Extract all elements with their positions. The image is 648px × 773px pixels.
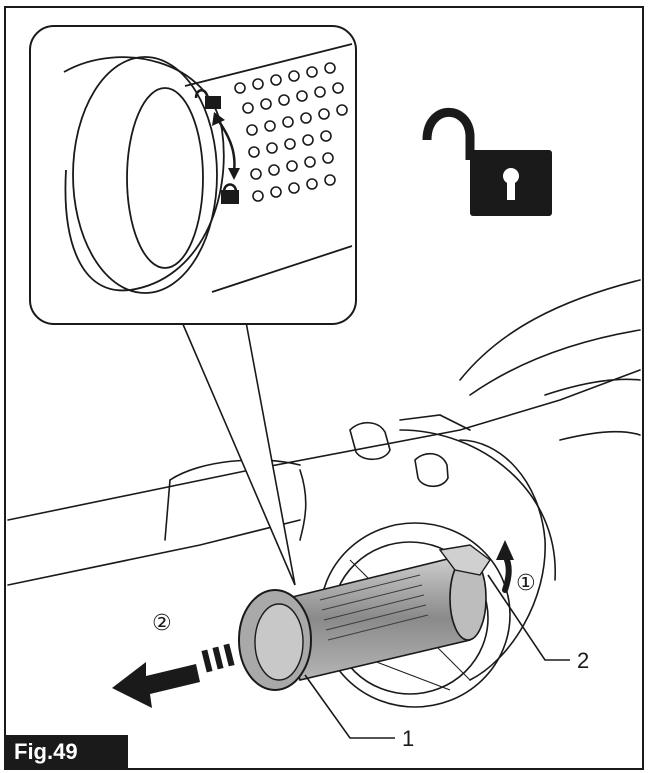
filter-mesh (319, 574, 429, 641)
inset-perforations (234, 62, 348, 202)
figure-frame (4, 6, 644, 770)
unlocked-padlock-icon (422, 107, 552, 216)
unlock-icon (194, 89, 221, 109)
step-1-marker: ① (516, 571, 536, 596)
machine-body (7, 279, 641, 681)
inset-pointer (181, 321, 296, 586)
figure-label: Fig.49 (6, 735, 128, 769)
filter-cylinder (279, 555, 487, 681)
filter-latch-tab (438, 544, 491, 576)
leader-lines (304, 574, 570, 739)
filter-flared-end (238, 589, 312, 691)
inset-detail (29, 25, 357, 325)
callout-1: 1 (402, 726, 414, 751)
step-2-marker: ② (152, 611, 172, 636)
lock-icon (221, 183, 239, 204)
callout-2: 2 (577, 648, 589, 673)
rotate-arrow-icon (496, 540, 514, 593)
double-arrow-icon (212, 112, 240, 180)
pull-out-arrow-icon (112, 643, 235, 708)
